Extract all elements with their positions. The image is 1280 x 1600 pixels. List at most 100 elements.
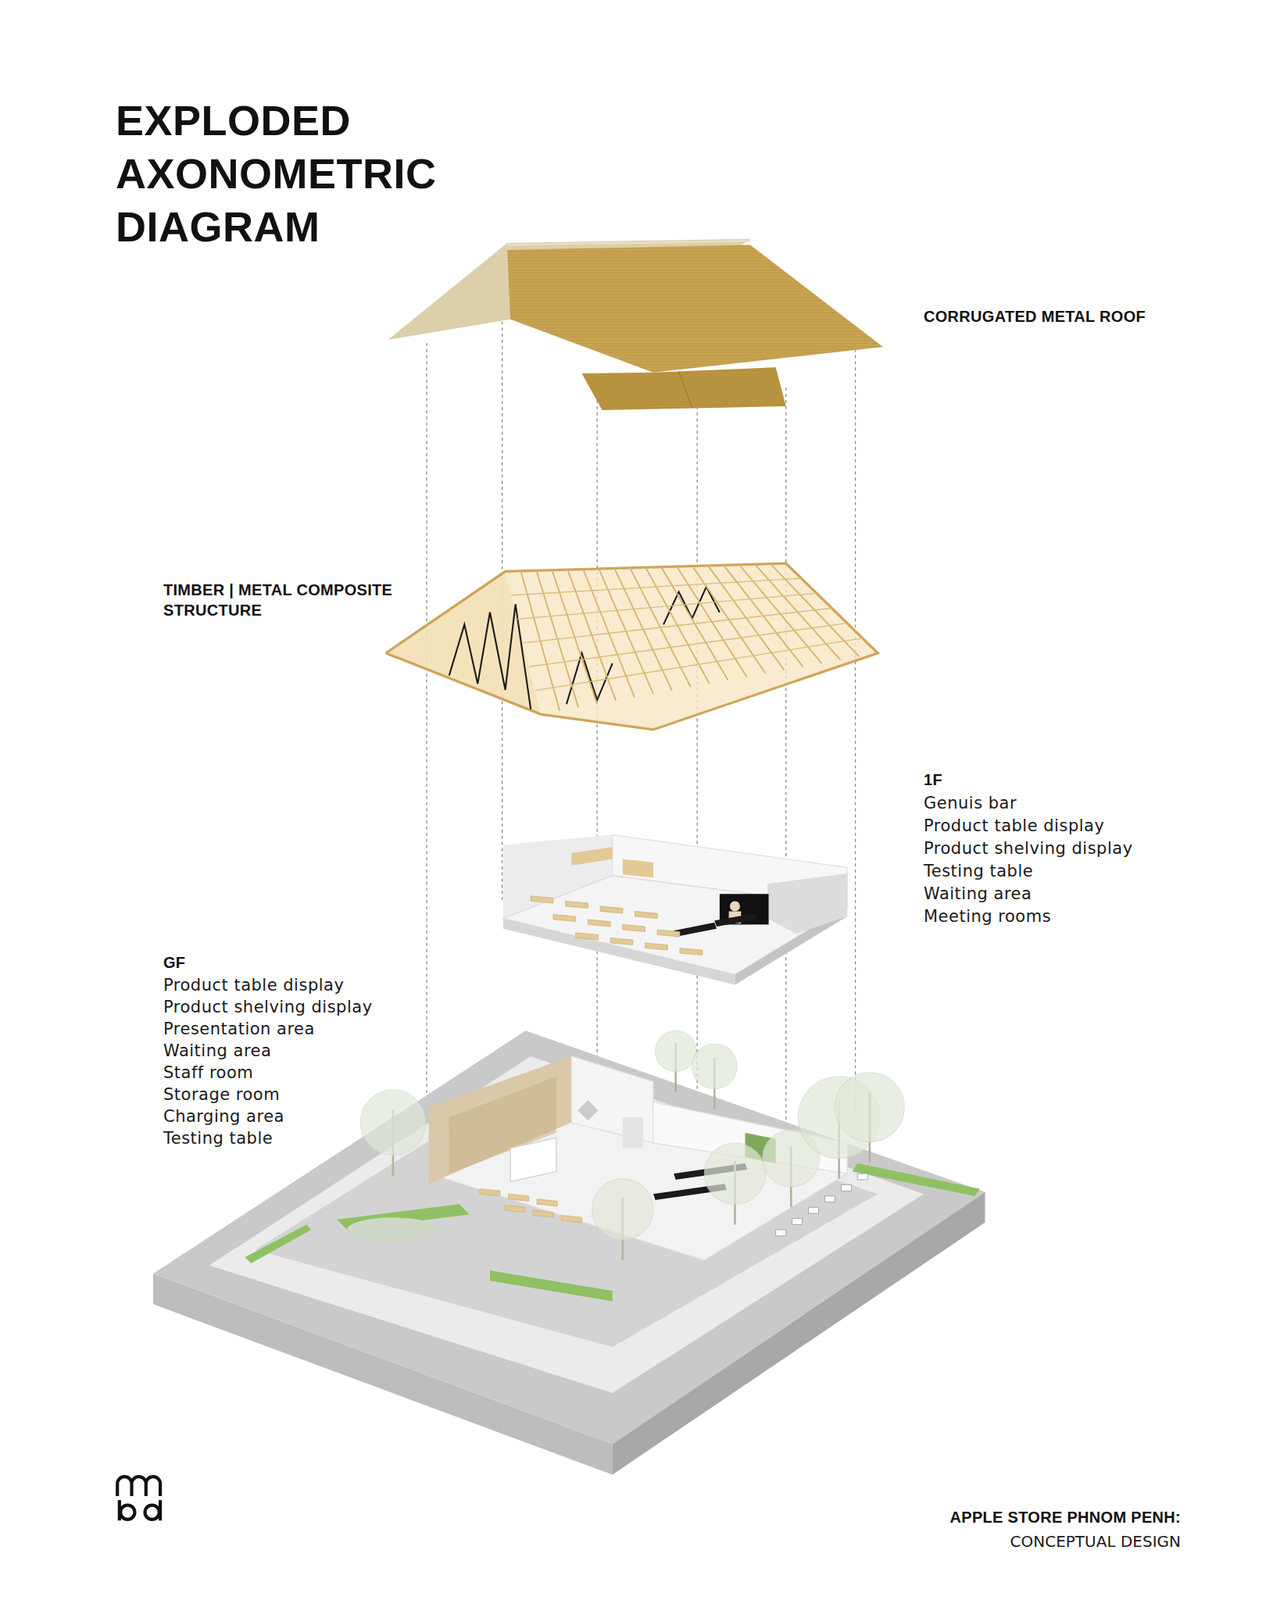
roof-layer xyxy=(679,371,693,408)
projection-line xyxy=(425,343,427,1113)
first-floor-plate xyxy=(645,943,669,951)
first-floor-plate xyxy=(503,834,848,985)
timber-structure xyxy=(535,638,863,691)
first-floor-plate xyxy=(610,937,633,945)
ground-floor-site xyxy=(622,1117,644,1148)
ground-floor-site xyxy=(360,1090,426,1156)
ground-floor-site xyxy=(504,1205,525,1213)
floor-heading: GF xyxy=(163,952,186,973)
first-floor-plate xyxy=(714,913,758,927)
first-floor-plate xyxy=(553,914,576,922)
project-subtitle: CONCEPTUAL DESIGN xyxy=(1010,1531,1181,1552)
first-floor-plate xyxy=(622,924,646,932)
timber-structure xyxy=(386,571,542,715)
first-floor-plate xyxy=(571,847,612,866)
room-label: Meeting rooms xyxy=(923,905,1052,928)
project-name: APPLE STORE PHNOM PENH: xyxy=(950,1507,1181,1528)
ground-floor-site xyxy=(561,1215,582,1223)
timber-structure xyxy=(505,563,879,730)
part-label: CORRUGATED METAL ROOF xyxy=(923,306,1146,327)
room-label: Product table display xyxy=(163,974,344,997)
projection-line xyxy=(854,349,856,1113)
first-floor-plate xyxy=(729,901,741,912)
projection-line xyxy=(696,406,698,1144)
ground-floor-site xyxy=(489,1270,613,1302)
ground-floor-site xyxy=(510,1137,557,1182)
projection-line xyxy=(596,375,598,1113)
ground-floor-site xyxy=(479,1189,501,1197)
timber-structure xyxy=(386,563,879,730)
first-floor-plate xyxy=(600,906,623,914)
first-floor-plate xyxy=(767,873,848,934)
projection-line xyxy=(426,321,856,1144)
room-label: Storage room xyxy=(163,1083,280,1106)
roof-layer xyxy=(507,244,884,372)
room-label: Waiting area xyxy=(163,1040,272,1062)
room-label: Product shelving display xyxy=(163,996,373,1019)
ground-floor-site xyxy=(346,1217,440,1242)
timber-structure xyxy=(386,563,879,730)
roof-layer xyxy=(582,367,787,411)
roof-layer xyxy=(507,240,751,245)
ground-floor-site xyxy=(153,1030,986,1445)
ground-floor-site xyxy=(704,1143,766,1205)
timber-structure xyxy=(529,623,848,668)
first-floor-plate xyxy=(530,896,554,904)
room-label: Testing table xyxy=(163,1127,273,1150)
ground-floor-site xyxy=(577,1100,598,1121)
ground-floor-site xyxy=(244,1224,312,1264)
ground-floor-site xyxy=(532,1210,554,1218)
first-floor-plate xyxy=(679,947,703,955)
ground-floor-site xyxy=(153,1030,986,1475)
room-label: Product shelving display xyxy=(923,837,1134,860)
logo xyxy=(158,1500,162,1521)
projection-line xyxy=(785,387,787,1134)
logo xyxy=(117,1476,161,1521)
first-floor-plate xyxy=(587,919,611,927)
part-label: TIMBER | METAL COMPOSITE STRUCTURE xyxy=(163,579,433,621)
room-label: Waiting area xyxy=(923,883,1032,905)
first-floor-plate xyxy=(673,922,717,937)
ground-floor-site xyxy=(536,1199,558,1207)
diagram-title: EXPLODED AXONOMETRIC DIAGRAM xyxy=(115,93,483,254)
ground-floor-site xyxy=(592,1179,654,1241)
first-floor-plate xyxy=(622,859,654,879)
first-floor-plate xyxy=(565,901,589,909)
room-label: Charging area xyxy=(163,1105,285,1128)
ground-floor-site xyxy=(792,1219,803,1226)
timber-structure xyxy=(522,608,832,644)
room-label: Product table display xyxy=(923,815,1105,837)
roof-layer xyxy=(507,244,884,372)
room-label: Genuis bar xyxy=(923,792,1017,815)
ground-floor-site xyxy=(507,1194,529,1202)
ground-floor-site xyxy=(852,1163,980,1197)
first-floor-plate xyxy=(657,929,680,937)
room-label: Staff room xyxy=(163,1061,254,1084)
ground-floor-site xyxy=(209,1056,924,1394)
first-floor-plate xyxy=(634,911,658,919)
logo xyxy=(117,1476,161,1497)
roof-layer xyxy=(387,239,884,411)
illustration xyxy=(117,239,985,1522)
ground-floor-site xyxy=(429,1056,573,1184)
ground-floor-site xyxy=(775,1229,787,1237)
logo xyxy=(120,1505,135,1520)
ground-floor-site xyxy=(857,1173,868,1180)
ground-floor-site xyxy=(808,1207,819,1214)
timber-structure xyxy=(511,578,801,596)
ground-floor-site xyxy=(692,1044,737,1089)
floor-heading: 1F xyxy=(923,769,943,791)
logo xyxy=(144,1505,159,1520)
ground-floor-site xyxy=(840,1185,851,1192)
room-label: Presentation area xyxy=(163,1018,315,1041)
first-floor-plate xyxy=(575,933,599,941)
ground-floor-site xyxy=(834,1072,905,1143)
first-floor-plate xyxy=(503,918,736,986)
room-label: Testing table xyxy=(923,860,1034,883)
timber-structure xyxy=(449,604,531,710)
roof-layer xyxy=(582,367,787,411)
ground-floor-site xyxy=(824,1196,835,1203)
ground-floor-site xyxy=(655,1030,697,1072)
timber-structure xyxy=(386,571,506,653)
